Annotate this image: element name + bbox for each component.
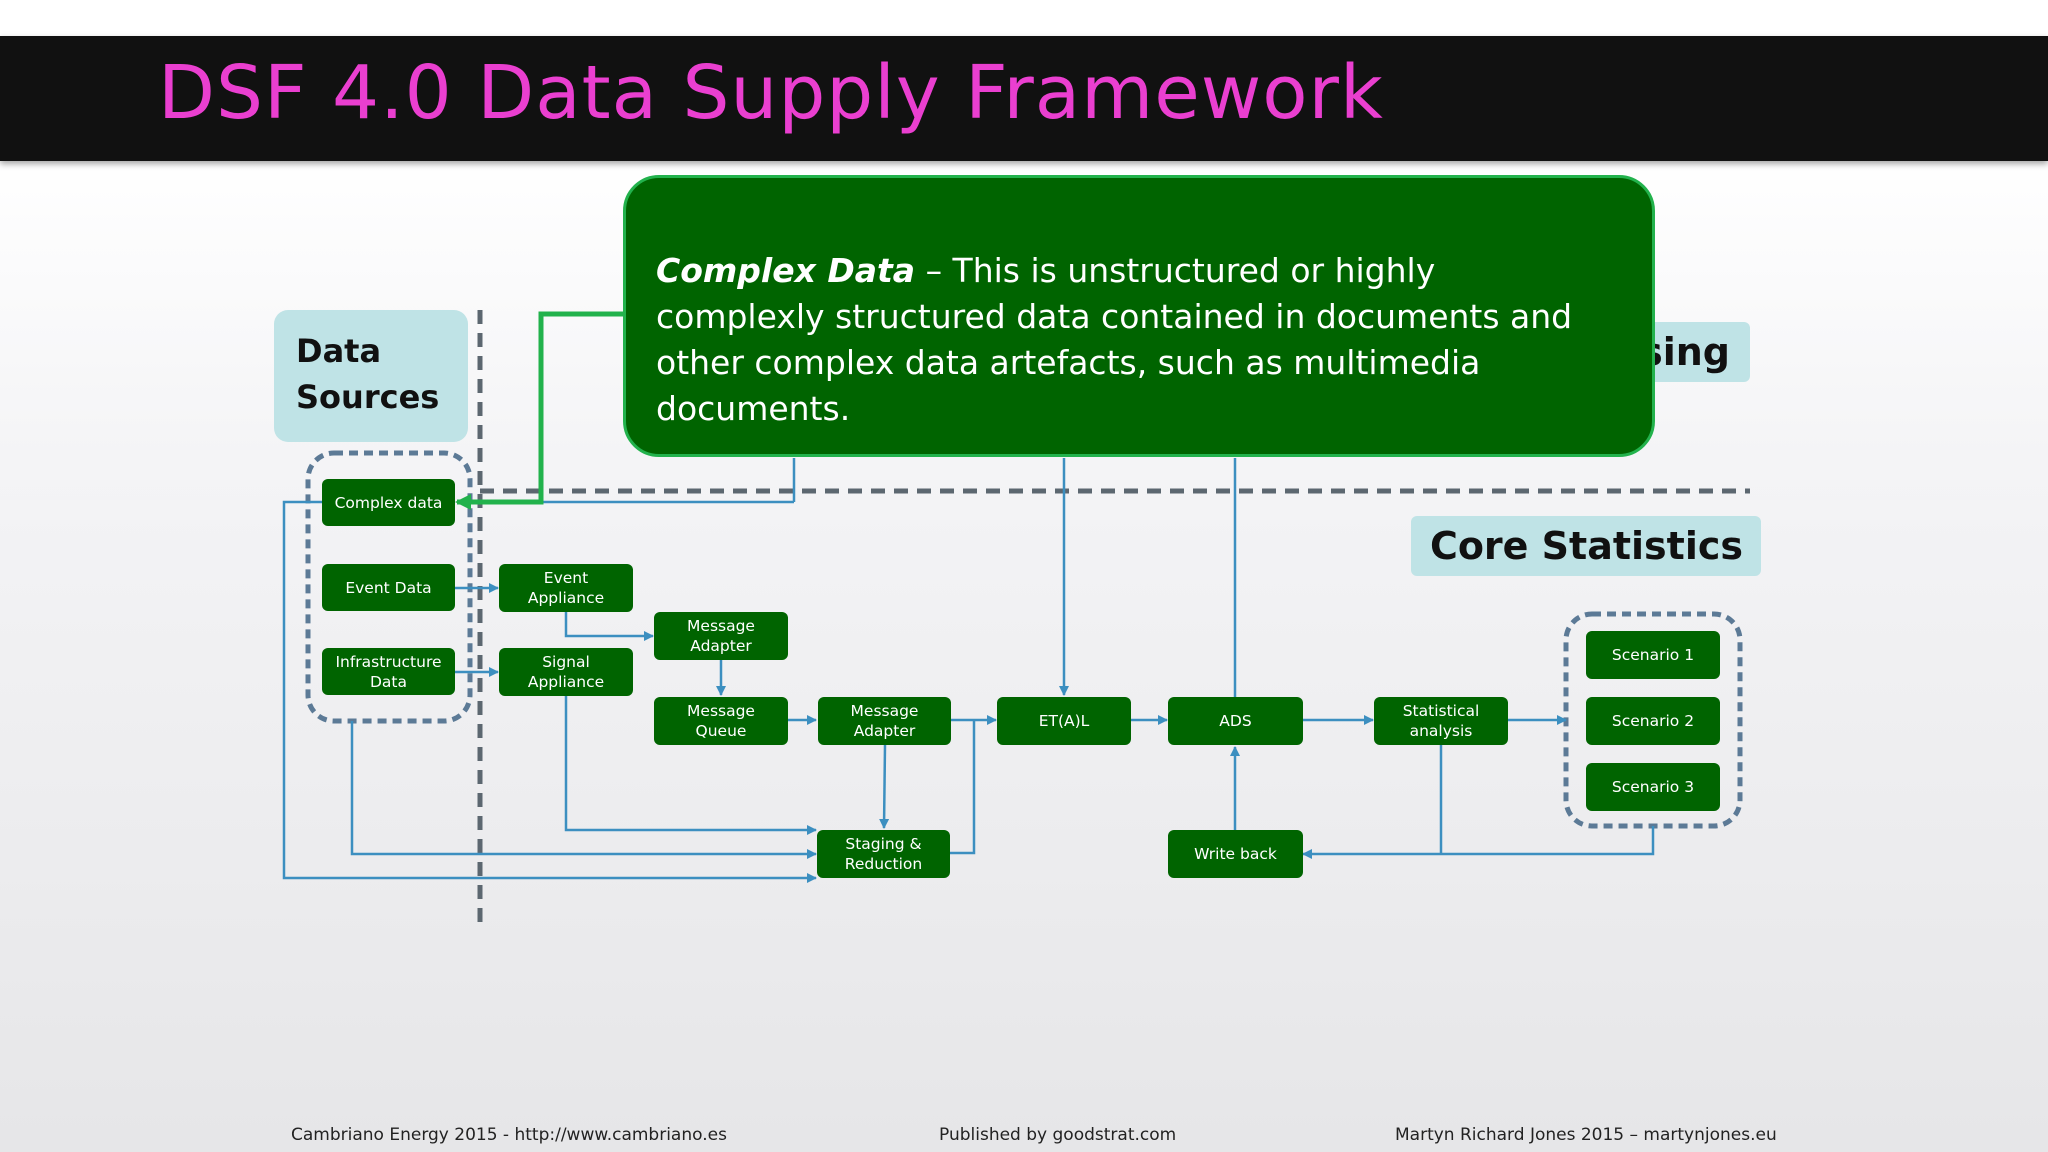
connector-complex-to-staging	[282, 500, 817, 883]
node-scenario-1[interactable]: Scenario 1	[1586, 631, 1720, 679]
node-message-adapter-2[interactable]: Message Adapter	[818, 697, 951, 745]
node-message-adapter-1[interactable]: Message Adapter	[654, 612, 788, 660]
complex-data-callout: Complex Data – This is unstructured or h…	[623, 175, 1655, 457]
node-event-data[interactable]: Event Data	[322, 564, 455, 611]
node-event-appliance[interactable]: Event Appliance	[499, 564, 633, 612]
footer-center: Published by goodstrat.com	[939, 1125, 1177, 1145]
callout-term: Complex Data	[656, 251, 916, 290]
callout-text: – This is unstructured or highly complex…	[656, 251, 1573, 428]
node-ads[interactable]: ADS	[1168, 697, 1303, 745]
slide-title: DSF 4.0 Data Supply Framework	[158, 50, 1384, 136]
node-complex-data[interactable]: Complex data	[322, 479, 455, 526]
data-sources-label: Data Sources	[274, 310, 468, 442]
title-bar: DSF 4.0 Data Supply Framework	[0, 36, 2048, 161]
node-infrastructure-data[interactable]: Infrastructure Data	[322, 648, 455, 695]
connector-infra-to-staging	[350, 721, 817, 859]
connector-staging-to-etal	[950, 720, 976, 855]
core-statistics-label: Core Statistics	[1411, 516, 1761, 576]
node-write-back[interactable]: Write back	[1168, 830, 1303, 878]
connector-event-appliance-to-adapter	[564, 612, 654, 641]
node-statistical-analysis[interactable]: Statistical analysis	[1374, 697, 1508, 745]
footer-right: Martyn Richard Jones 2015 – martynjones.…	[1395, 1125, 1777, 1145]
node-etal[interactable]: ET(A)L	[997, 697, 1131, 745]
footer-left: Cambriano Energy 2015 - http://www.cambr…	[291, 1125, 727, 1145]
connector-scenarios-to-writeback	[1302, 826, 1655, 859]
connector-signal-to-staging	[564, 696, 817, 835]
node-staging-reduction[interactable]: Staging & Reduction	[817, 830, 950, 878]
node-signal-appliance[interactable]: Signal Appliance	[499, 648, 633, 696]
connector-adapter-to-staging	[879, 744, 890, 829]
node-scenario-2[interactable]: Scenario 2	[1586, 697, 1720, 745]
node-scenario-3[interactable]: Scenario 3	[1586, 763, 1720, 811]
node-message-queue[interactable]: Message Queue	[654, 697, 788, 745]
connector-callout-to-complex-data	[455, 311, 623, 510]
